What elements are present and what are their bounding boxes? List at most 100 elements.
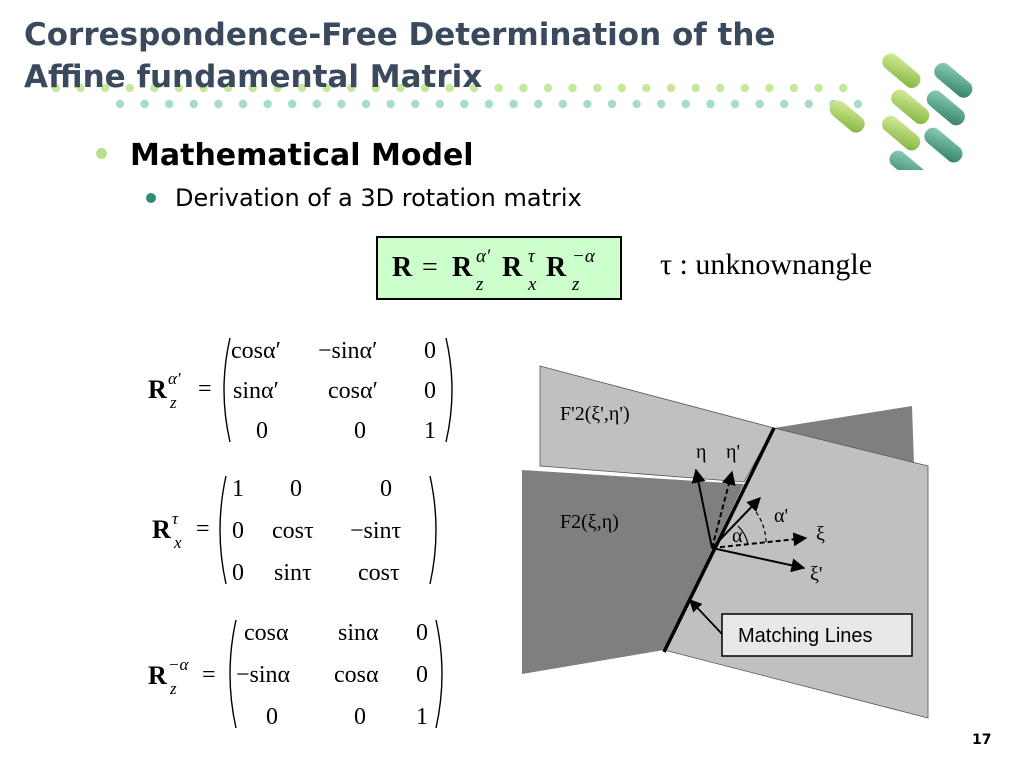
- dot: [839, 83, 848, 93]
- title-line-2: Affine fundamental Matrix: [24, 59, 483, 95]
- dot: [691, 83, 700, 93]
- dot: [435, 99, 444, 109]
- dot: [804, 99, 813, 109]
- dot: [189, 99, 198, 109]
- dot-row-light: [51, 83, 848, 93]
- mat2-R: R: [152, 515, 171, 544]
- arrow-axis: [711, 496, 761, 549]
- dot: [76, 83, 85, 93]
- mat1-cell: 1: [424, 418, 436, 444]
- arc-alpha: [737, 525, 749, 545]
- tau-unknown-angle-note: τ : unknownangle: [660, 248, 873, 281]
- eq-sup-minus-alpha: −α: [572, 246, 596, 267]
- dot: [396, 83, 405, 93]
- label-xi-prime: ξ': [810, 563, 823, 585]
- label-alpha-prime: α': [774, 505, 788, 527]
- mat3-cell: 0: [416, 620, 428, 646]
- planes-diagram: F'2(ξ',η') F2(ξ,η) η η' ξ ξ' α α' Matchi…: [522, 365, 929, 719]
- dot: [125, 83, 134, 93]
- mat2-cell: 0: [380, 476, 392, 502]
- mat2-cell: 1: [232, 476, 244, 502]
- dot: [716, 83, 725, 93]
- eq-R1: R: [452, 252, 473, 283]
- dot: [371, 83, 380, 93]
- dot: [386, 99, 395, 109]
- mat1-cell: −sinα′: [318, 338, 377, 364]
- mat1-cell: 0: [354, 418, 366, 444]
- slide-title: Correspondence-Free Determination of the…: [24, 14, 864, 98]
- matrix-rx-tau: R τ x = 1 0 0 0 cosτ −sinτ 0 sinτ cosτ: [152, 475, 437, 586]
- dot: [617, 83, 626, 93]
- dot: [755, 99, 764, 109]
- mat3-cell: 0: [354, 704, 366, 730]
- mat2-cell: 0: [232, 518, 244, 544]
- dot: [681, 99, 690, 109]
- dot: [312, 99, 321, 109]
- mat2-cell: cosτ: [272, 518, 314, 544]
- dot: [445, 83, 454, 93]
- dot: [543, 83, 553, 93]
- dot: [853, 99, 863, 109]
- eq-lhs: R: [392, 252, 413, 283]
- mat2-cell: 0: [232, 560, 244, 586]
- mat3-equals: =: [202, 662, 216, 688]
- dot-row-teal: [115, 99, 863, 109]
- mat2-equals: =: [196, 516, 210, 542]
- mat1-equals: =: [198, 376, 212, 402]
- dot: [115, 99, 125, 109]
- plane-back-label: F'2(ξ',η'): [560, 403, 630, 425]
- title-line-1: Correspondence-Free Determination of the: [24, 17, 776, 53]
- dot: [642, 83, 651, 93]
- arrow-xi-prime: [711, 547, 806, 573]
- mat1-sup: α′: [168, 369, 181, 388]
- plane-front-left: [522, 470, 744, 674]
- mat2-sub: x: [173, 533, 182, 552]
- dot: [484, 99, 494, 109]
- dot: [174, 83, 184, 93]
- arrow-eta-prime: [711, 470, 736, 549]
- dot: [657, 99, 666, 109]
- dot: [214, 99, 223, 109]
- mat1-R: R: [148, 375, 167, 404]
- mat2-sup: τ: [172, 509, 179, 528]
- eq-sub-z1: z: [475, 274, 484, 295]
- mat3-sub: z: [169, 679, 177, 698]
- dot: [780, 99, 789, 109]
- dot: [593, 83, 602, 93]
- dot: [814, 83, 823, 93]
- label-eta: η: [696, 441, 706, 463]
- label-eta-prime: η': [726, 441, 740, 463]
- decorative-pills: [829, 53, 973, 170]
- eq-sub-x: x: [527, 274, 537, 295]
- dot: [150, 83, 159, 93]
- callout-arrow: [689, 599, 723, 635]
- decorative-dot-rows: [51, 83, 863, 109]
- mat2-left-paren: [219, 475, 227, 585]
- dot: [632, 99, 641, 109]
- mat3-cell: cosα: [334, 662, 379, 688]
- dot: [765, 83, 774, 93]
- eq-sup-tau: τ: [528, 246, 536, 267]
- mat3-cell: −sinα: [236, 662, 291, 688]
- label-xi: ξ: [816, 523, 825, 545]
- mat3-cell: cosα: [244, 620, 289, 646]
- dot: [740, 83, 749, 93]
- mat1-cell: 0: [424, 378, 436, 404]
- mat3-cell: 1: [416, 704, 428, 730]
- dot: [666, 83, 676, 93]
- mat1-left-paren: [223, 337, 231, 443]
- dot: [361, 99, 371, 109]
- dot: [322, 83, 331, 93]
- mat3-sup: −α: [168, 655, 189, 674]
- dot: [51, 83, 61, 93]
- dot: [273, 83, 282, 93]
- dot: [263, 99, 272, 109]
- mat3-left-paren: [229, 619, 237, 729]
- plane-back-left: [539, 365, 775, 483]
- matrix-rz-alpha-prime: R α′ z = cosα′ −sinα′ 0 sinα′ cosα′ 0 0 …: [148, 337, 453, 444]
- mat3-cell: sinα: [338, 620, 379, 646]
- callout-box: [721, 613, 913, 657]
- dot: [297, 83, 307, 93]
- mat2-right-paren: [429, 475, 437, 585]
- mat3-cell: 0: [266, 704, 278, 730]
